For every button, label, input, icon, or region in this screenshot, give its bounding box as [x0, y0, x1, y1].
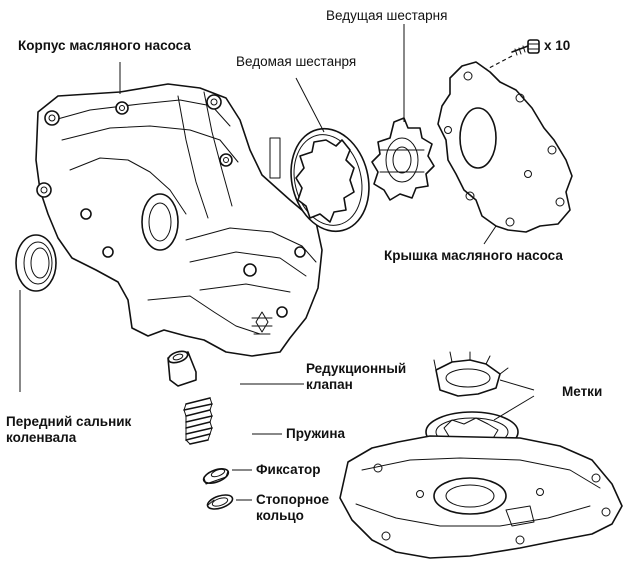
retainer: [202, 468, 230, 485]
oil-pump-cover: [437, 61, 573, 233]
label-spring: Пружина: [286, 426, 345, 441]
drive-gear: [371, 117, 435, 201]
relief-valve-piston: [167, 350, 197, 387]
relief-valve-spring: [183, 397, 213, 445]
snap-ring: [206, 494, 234, 510]
bolt-leader-dashed: [469, 55, 513, 79]
label-pump-cover: Крышка масляного насоса: [384, 248, 563, 263]
label-retainer: Фиксатор: [256, 462, 321, 477]
oil-pump-housing: [35, 83, 323, 357]
bolt-icon: [511, 39, 540, 56]
front-crankshaft-seal: [15, 234, 57, 292]
label-marks: Метки: [562, 384, 603, 399]
label-bolt-count: x 10: [544, 38, 571, 53]
label-relief-valve-line1: Редукционный: [306, 361, 407, 376]
label-driven-gear: Ведомая шестанря: [236, 54, 357, 69]
label-seal-line1: Передний сальник: [6, 414, 132, 429]
label-pump-housing: Корпус масляного насоса: [18, 38, 191, 53]
label-relief-valve-line2: клапан: [306, 377, 353, 392]
label-seal-line2: коленвала: [6, 430, 77, 445]
driven-gear: [290, 127, 370, 233]
label-snap-ring-line2: кольцо: [256, 508, 304, 523]
label-drive-gear: Ведущая шестарня: [326, 8, 448, 23]
label-snap-ring-line1: Стопорное: [256, 492, 329, 507]
oil-pump-body-lower: [339, 435, 623, 559]
marked-drive-gear: [433, 351, 509, 397]
leader-lines: [19, 24, 535, 501]
